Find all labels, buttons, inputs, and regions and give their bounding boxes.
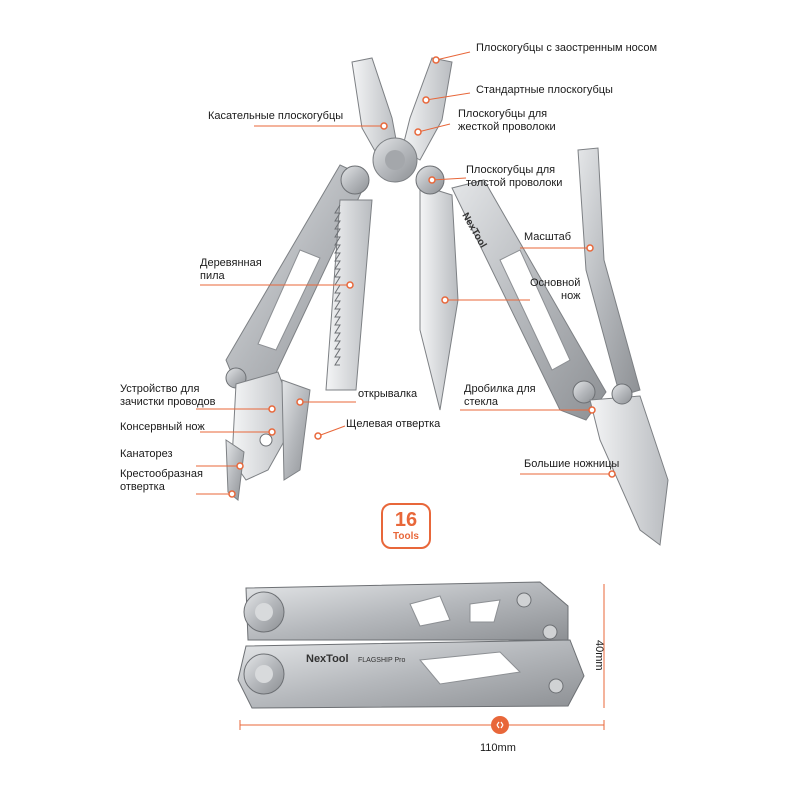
- label-slot-screwdriver: Щелевая отвертка: [346, 418, 441, 430]
- label-large-scissors: Большие ножницы: [524, 458, 620, 470]
- width-marker-icon: [491, 716, 509, 734]
- brand-text-folded: NexTool: [306, 653, 349, 665]
- height-dimension: 40mm: [593, 640, 605, 671]
- main-knife: [415, 165, 459, 411]
- label-scale: Масштаб: [524, 231, 572, 243]
- label-glass-breaker: Дробилка для стекла: [464, 383, 536, 408]
- label-thick-wire-pliers: Плоскогубцы для толстой проволоки: [466, 164, 563, 189]
- label-phillips-screwdriver: Крестообразная отвертка: [120, 468, 203, 493]
- label-bottle-opener: открывалка: [358, 388, 418, 400]
- folded-multitool: NexTool FLAGSHIP Pro: [237, 581, 585, 709]
- large-scissors: [577, 147, 669, 546]
- dimension-lines: [239, 584, 605, 730]
- tool-count-text: Tools: [393, 531, 419, 542]
- label-can-opener: Консервный нож: [120, 421, 205, 433]
- lower-tools: [225, 371, 311, 501]
- width-arrows-icon: [496, 721, 504, 729]
- leader-lines: [196, 51, 612, 495]
- label-rope-cutter: Канаторез: [120, 448, 173, 460]
- width-dimension: 110mm: [480, 742, 516, 754]
- model-text-folded: FLAGSHIP Pro: [358, 657, 405, 664]
- label-wood-saw: Деревянная пила: [200, 257, 262, 282]
- pliers-head: [351, 57, 453, 183]
- label-tangent-pliers: Касательные плоскогубцы: [208, 110, 344, 122]
- label-hard-wire-pliers: Плоскогубцы для жесткой проволоки: [458, 108, 556, 133]
- tool-count-number: 16: [394, 509, 418, 531]
- label-standard-pliers: Стандартные плоскогубцы: [476, 84, 613, 96]
- label-pointed-pliers: Плоскогубцы с заостренным носом: [476, 42, 658, 54]
- tool-count-badge: 16 Tools: [381, 503, 431, 549]
- label-wire-stripper: Устройство для зачистки проводов: [120, 383, 216, 408]
- leader-dots: [228, 56, 616, 498]
- label-main-knife: Основной нож: [530, 277, 581, 302]
